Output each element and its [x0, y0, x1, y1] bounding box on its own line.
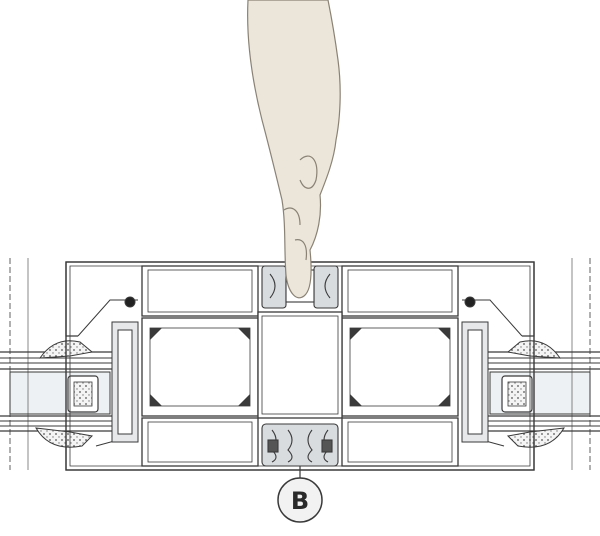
right-sash [461, 296, 489, 443]
corner-gussets [150, 328, 450, 406]
left-spacer [67, 375, 99, 413]
pointing-hand-icon [247, 0, 341, 299]
badge-label: B [291, 487, 309, 515]
circle-letter-icon [277, 477, 323, 523]
badge: B [277, 466, 323, 523]
right-spacer [501, 375, 533, 413]
left-sash [111, 296, 139, 443]
mullion-chambers [141, 265, 459, 467]
bottom-gasket [261, 423, 339, 467]
